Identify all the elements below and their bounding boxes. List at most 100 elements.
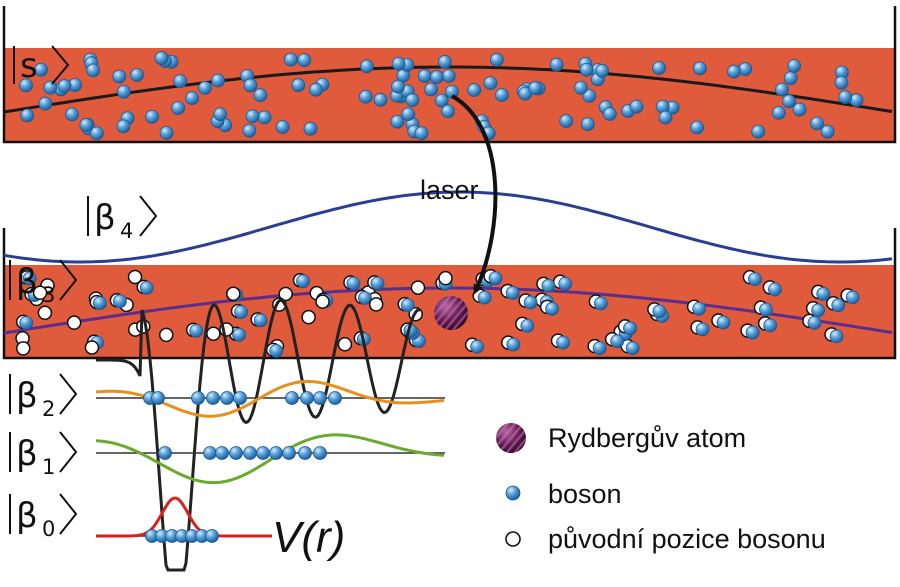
- boson: [158, 446, 172, 460]
- svg-text:β: β: [94, 198, 116, 238]
- boson: [206, 391, 220, 405]
- legend-rydberg-icon: [496, 423, 526, 453]
- boson: [775, 82, 789, 97]
- boson: [130, 68, 144, 82]
- wavefunction-beta0-curve: [96, 496, 272, 538]
- boson: [243, 446, 257, 460]
- boson: [203, 446, 217, 460]
- boson: [845, 290, 860, 305]
- boson: [400, 298, 415, 313]
- ket-s-angle: [51, 45, 70, 85]
- boson: [171, 101, 186, 115]
- trap-bottom: [2, 228, 897, 360]
- boson: [346, 276, 361, 291]
- boson: [253, 313, 268, 328]
- boson: [745, 325, 760, 340]
- boson: [116, 84, 131, 99]
- boson: [213, 107, 228, 122]
- original-position-marker: [226, 286, 241, 302]
- original-position-marker: [410, 280, 426, 295]
- boson: [19, 315, 34, 330]
- boson: [405, 93, 420, 107]
- boson: [434, 93, 449, 108]
- boson: [505, 286, 520, 300]
- boson: [490, 52, 504, 67]
- boson: [820, 124, 835, 139]
- boson: [269, 343, 284, 358]
- boson: [574, 80, 588, 95]
- boson: [692, 301, 707, 316]
- boson: [57, 79, 72, 93]
- boson: [20, 108, 35, 123]
- original-position-marker: [84, 340, 100, 355]
- boson: [242, 123, 257, 138]
- boson: [282, 446, 296, 460]
- legend-original-label: původní pozice bosonu: [548, 524, 826, 554]
- boson: [470, 339, 485, 354]
- boson: [38, 96, 53, 111]
- boson: [296, 274, 310, 289]
- boson: [558, 276, 573, 291]
- boson: [528, 81, 543, 95]
- boson: [257, 110, 272, 125]
- boson: [86, 63, 101, 78]
- laser-label: laser: [420, 175, 479, 205]
- original-position-marker: [206, 326, 221, 341]
- boson: [467, 83, 482, 97]
- bosons-bottom-group: [15, 268, 860, 358]
- trap-bottom-walls: [2, 228, 897, 360]
- boson: [245, 109, 260, 124]
- original-position-marker: [438, 270, 453, 286]
- ket-beta3: β 3: [9, 259, 78, 307]
- boson: [625, 341, 640, 356]
- boson: [829, 329, 844, 344]
- legend-original-icon: [505, 531, 521, 547]
- boson: [145, 109, 159, 124]
- boson: [232, 327, 247, 342]
- bosons-top-group: [19, 51, 864, 141]
- boson: [488, 271, 503, 286]
- rydberg-atom: [434, 296, 468, 330]
- boson: [738, 62, 753, 76]
- original-position-marker: [278, 286, 293, 302]
- boson: [582, 89, 597, 103]
- boson: [191, 391, 205, 405]
- original-position-marker: [337, 337, 353, 352]
- svg-text:β: β: [16, 496, 38, 536]
- original-position-marker: [32, 285, 48, 301]
- boson: [816, 287, 831, 301]
- boson: [748, 272, 762, 287]
- potential-curve: [96, 298, 420, 572]
- boson: [541, 278, 556, 293]
- boson: [658, 110, 673, 125]
- boson: [690, 120, 704, 135]
- boson: [445, 84, 459, 99]
- svg-text:1: 1: [42, 455, 55, 479]
- boson: [592, 341, 607, 356]
- boson: [441, 104, 455, 119]
- boson: [65, 107, 80, 122]
- ket-beta2: β 2: [9, 373, 78, 421]
- svg-text:s: s: [20, 46, 38, 86]
- svg-text:3: 3: [42, 283, 55, 307]
- boson: [116, 119, 131, 134]
- ket-s: s: [13, 45, 70, 86]
- ket-beta0: β 0: [9, 493, 78, 541]
- svg-text:β: β: [16, 262, 38, 302]
- boson: [229, 446, 243, 460]
- boson: [831, 298, 846, 313]
- boson: [629, 99, 644, 114]
- boson: [298, 446, 312, 460]
- trap-top-walls: [2, 6, 897, 144]
- svg-text:β: β: [16, 434, 38, 474]
- boson: [220, 391, 234, 405]
- boson: [595, 63, 610, 78]
- boson: [256, 446, 270, 460]
- svg-text:0: 0: [42, 517, 55, 541]
- boson: [437, 55, 452, 69]
- boson: [695, 322, 710, 337]
- boson: [652, 304, 667, 319]
- svg-text:β: β: [16, 376, 38, 416]
- boson: [549, 57, 564, 72]
